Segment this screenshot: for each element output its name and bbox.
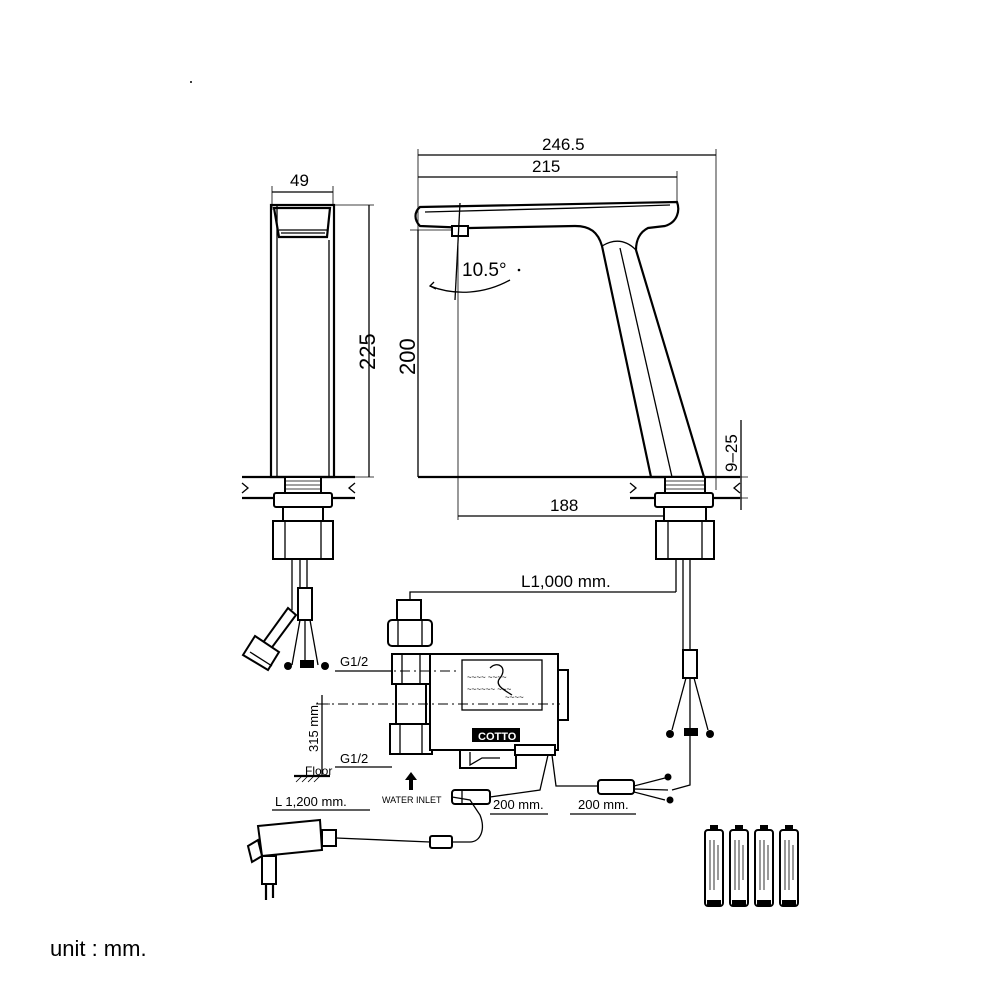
label-adapter-cable: L 1,200 mm. — [275, 794, 347, 809]
front-view-faucet: 246.5 215 10.5° 200 9–25 188 — [395, 135, 748, 738]
svg-text:~~~~: ~~~~ — [505, 693, 524, 702]
dim-side-height: 225 — [355, 333, 380, 370]
side-view-faucet: 49 225 — [241, 171, 380, 672]
dim-deck-thickness: 9–25 — [722, 434, 741, 472]
dim-total-length: 246.5 — [542, 135, 585, 154]
label-install-height: 315 mm. — [306, 701, 321, 752]
unit-label: unit : mm. — [50, 936, 147, 961]
dim-angle: 10.5° — [462, 260, 507, 281]
batteries — [704, 825, 799, 907]
brand-logo: COTTO — [478, 731, 517, 743]
label-thread-bottom: G1/2 — [340, 751, 368, 766]
dim-front-height: 200 — [395, 338, 420, 375]
label-cable-a: 200 mm. — [493, 797, 544, 812]
dim-side-width: 49 — [290, 171, 309, 190]
label-sensor-cable: L1,000 mm. — [521, 572, 611, 591]
label-cable-b: 200 mm. — [578, 797, 629, 812]
label-floor: Floor — [305, 764, 332, 778]
label-water-inlet: WATER INLET — [382, 795, 442, 805]
dim-reach: 188 — [550, 496, 578, 515]
svg-text:~~~~ ~~~~: ~~~~ ~~~~ — [467, 673, 507, 682]
control-box-assembly: L1,000 mm. G1/2 G1/2 ~~~~ ~~~~ ~~~~~~ ~~… — [294, 572, 691, 815]
power-adapter: L 1,200 mm. — [246, 794, 484, 900]
svg-text:~~~~~~ ~~~: ~~~~~~ ~~~ — [467, 685, 512, 694]
dim-spout-length: 215 — [532, 157, 560, 176]
label-thread-top: G1/2 — [340, 654, 368, 669]
